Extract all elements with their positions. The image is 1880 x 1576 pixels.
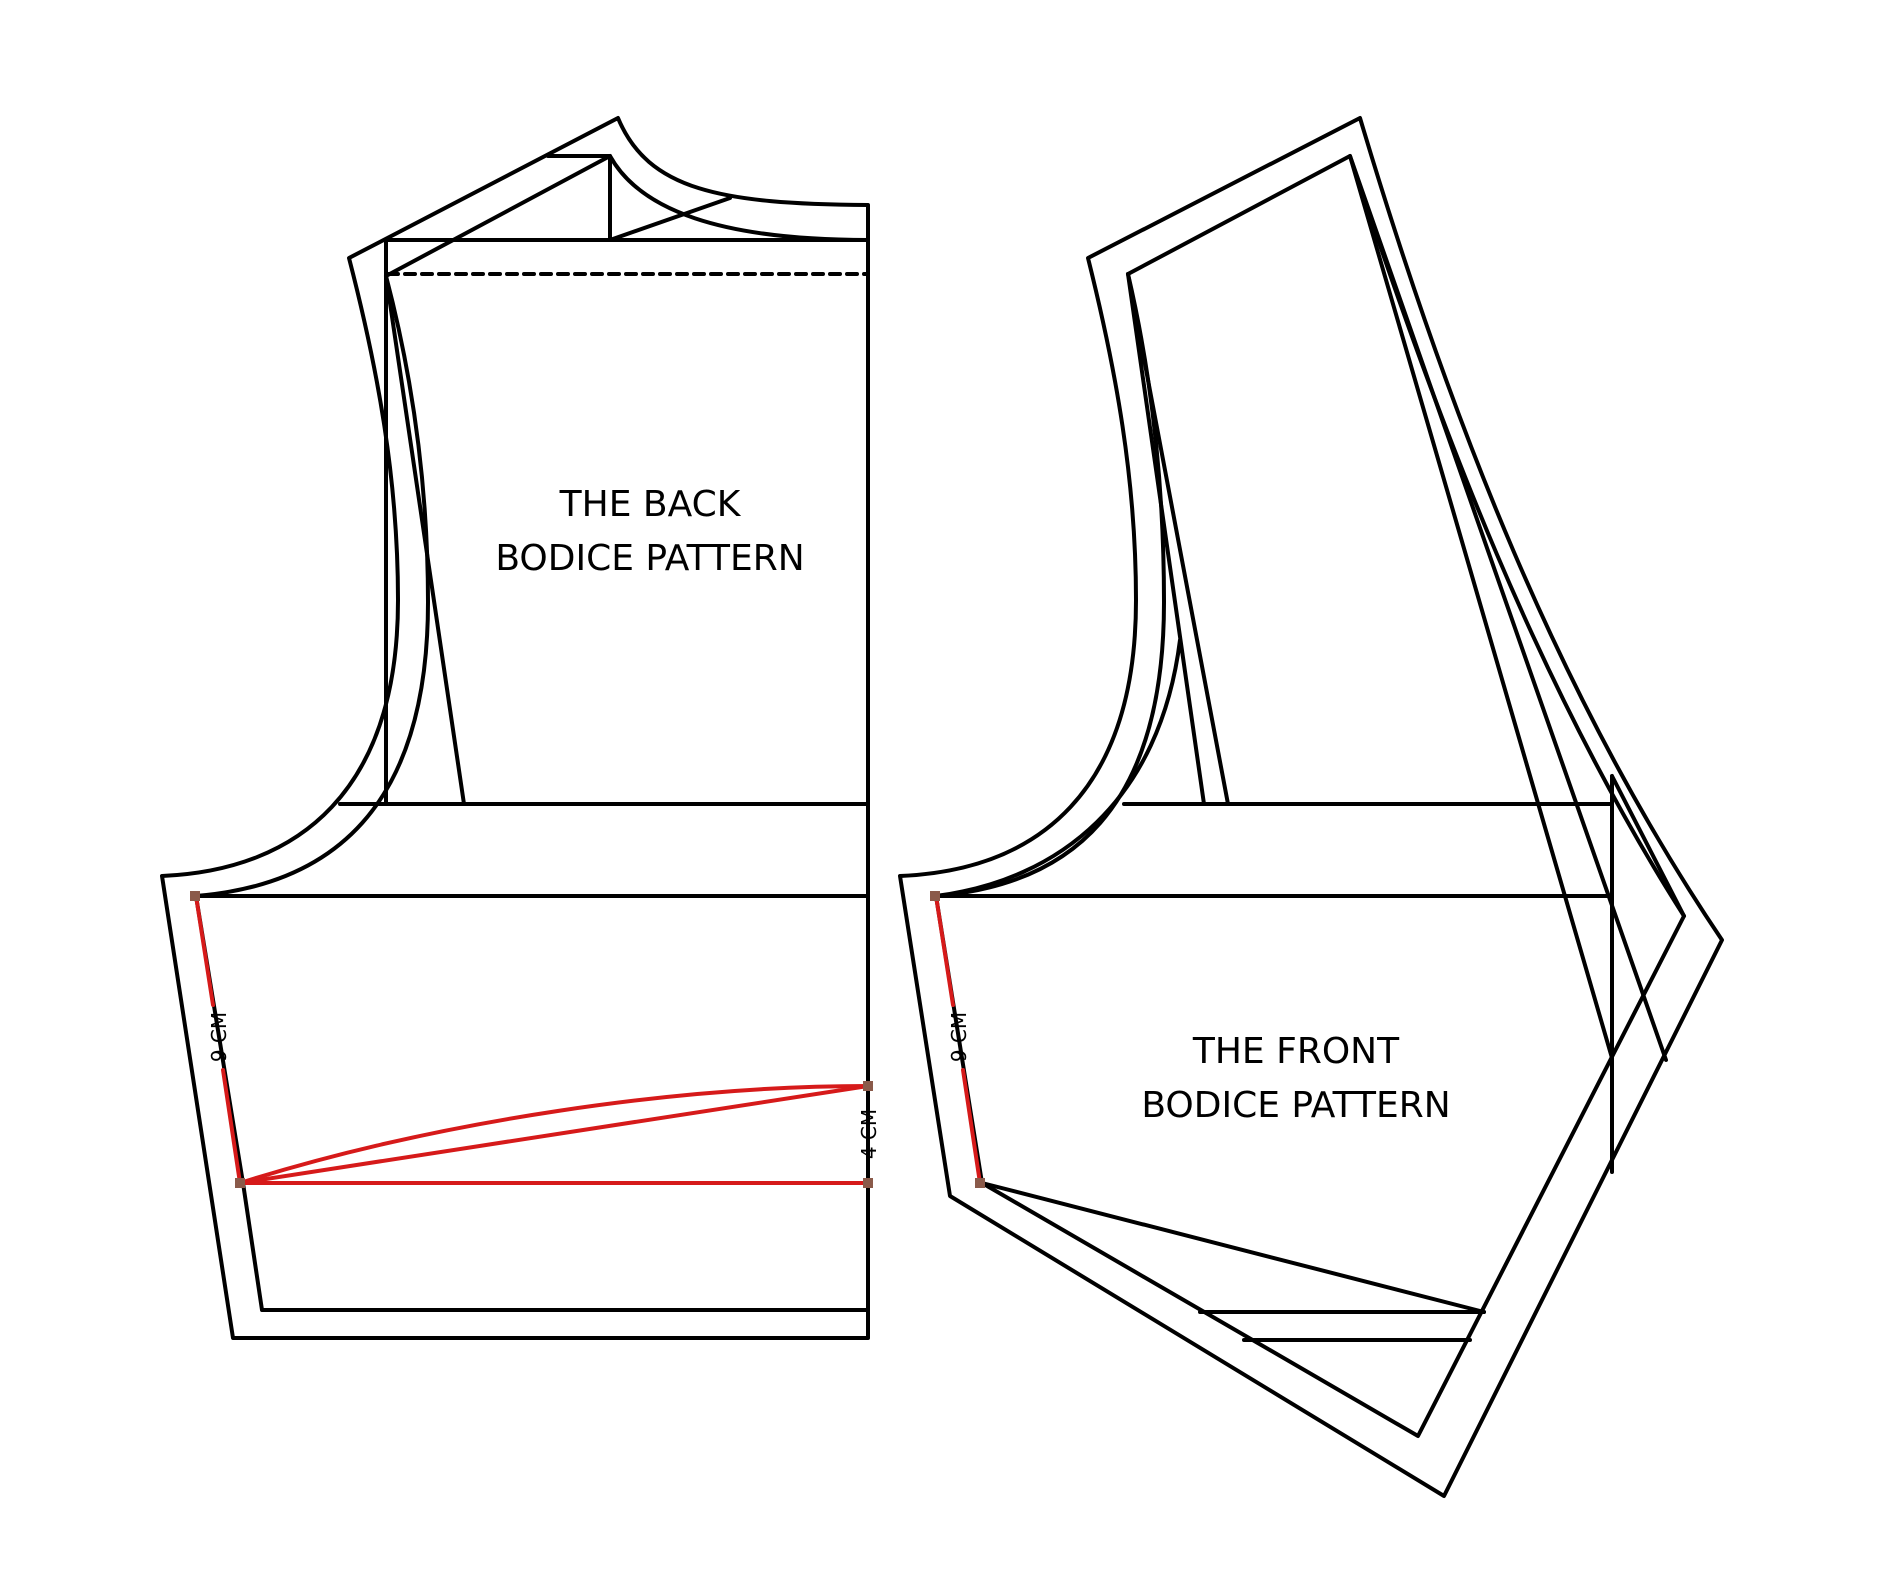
front-side-measure-label: 9 CM: [947, 1012, 971, 1062]
back-measurements: [194, 894, 870, 1185]
back-neck-construction: [384, 154, 870, 242]
back-armhole-guide: [384, 238, 466, 806]
front-armhole-dart-lines: [934, 272, 1230, 898]
front-marker-waist-side: [975, 1178, 985, 1188]
front-title-line2: BODICE PATTERN: [1141, 1085, 1450, 1126]
back-waist-diagonal-line: [238, 1084, 870, 1185]
back-marker-center-bottom: [863, 1178, 873, 1188]
back-marker-underarm: [190, 891, 200, 901]
back-marker-center-top: [863, 1081, 873, 1091]
back-side-measure-label: 9 CM: [207, 1012, 231, 1062]
front-side-measure-line: [934, 894, 982, 1185]
back-waist-curve-line: [238, 1084, 870, 1185]
front-center-construction: [1348, 154, 1686, 1174]
back-marker-waist-side: [235, 1178, 245, 1188]
front-marker-underarm: [930, 891, 940, 901]
back-title-line2: BODICE PATTERN: [495, 538, 804, 579]
front-outer-cutting-line: [898, 116, 1724, 1498]
back-bodice-piece: [160, 116, 870, 1340]
back-title-line1: THE BACK: [559, 484, 742, 525]
back-markers: [190, 891, 873, 1188]
front-markers: [930, 891, 985, 1188]
front-inner-sewing-line: [934, 154, 1686, 1438]
front-measurements: [934, 894, 982, 1185]
back-center-measure-label: 4 CM: [857, 1109, 881, 1159]
front-bodice-piece: [898, 116, 1724, 1498]
front-waist-dart-line: [980, 1181, 1486, 1314]
front-title-line1: THE FRONT: [1192, 1031, 1400, 1072]
back-inner-sewing-line: [194, 154, 870, 1312]
back-outer-cutting-line: [160, 116, 870, 1340]
back-side-measure-line: [194, 894, 242, 1185]
